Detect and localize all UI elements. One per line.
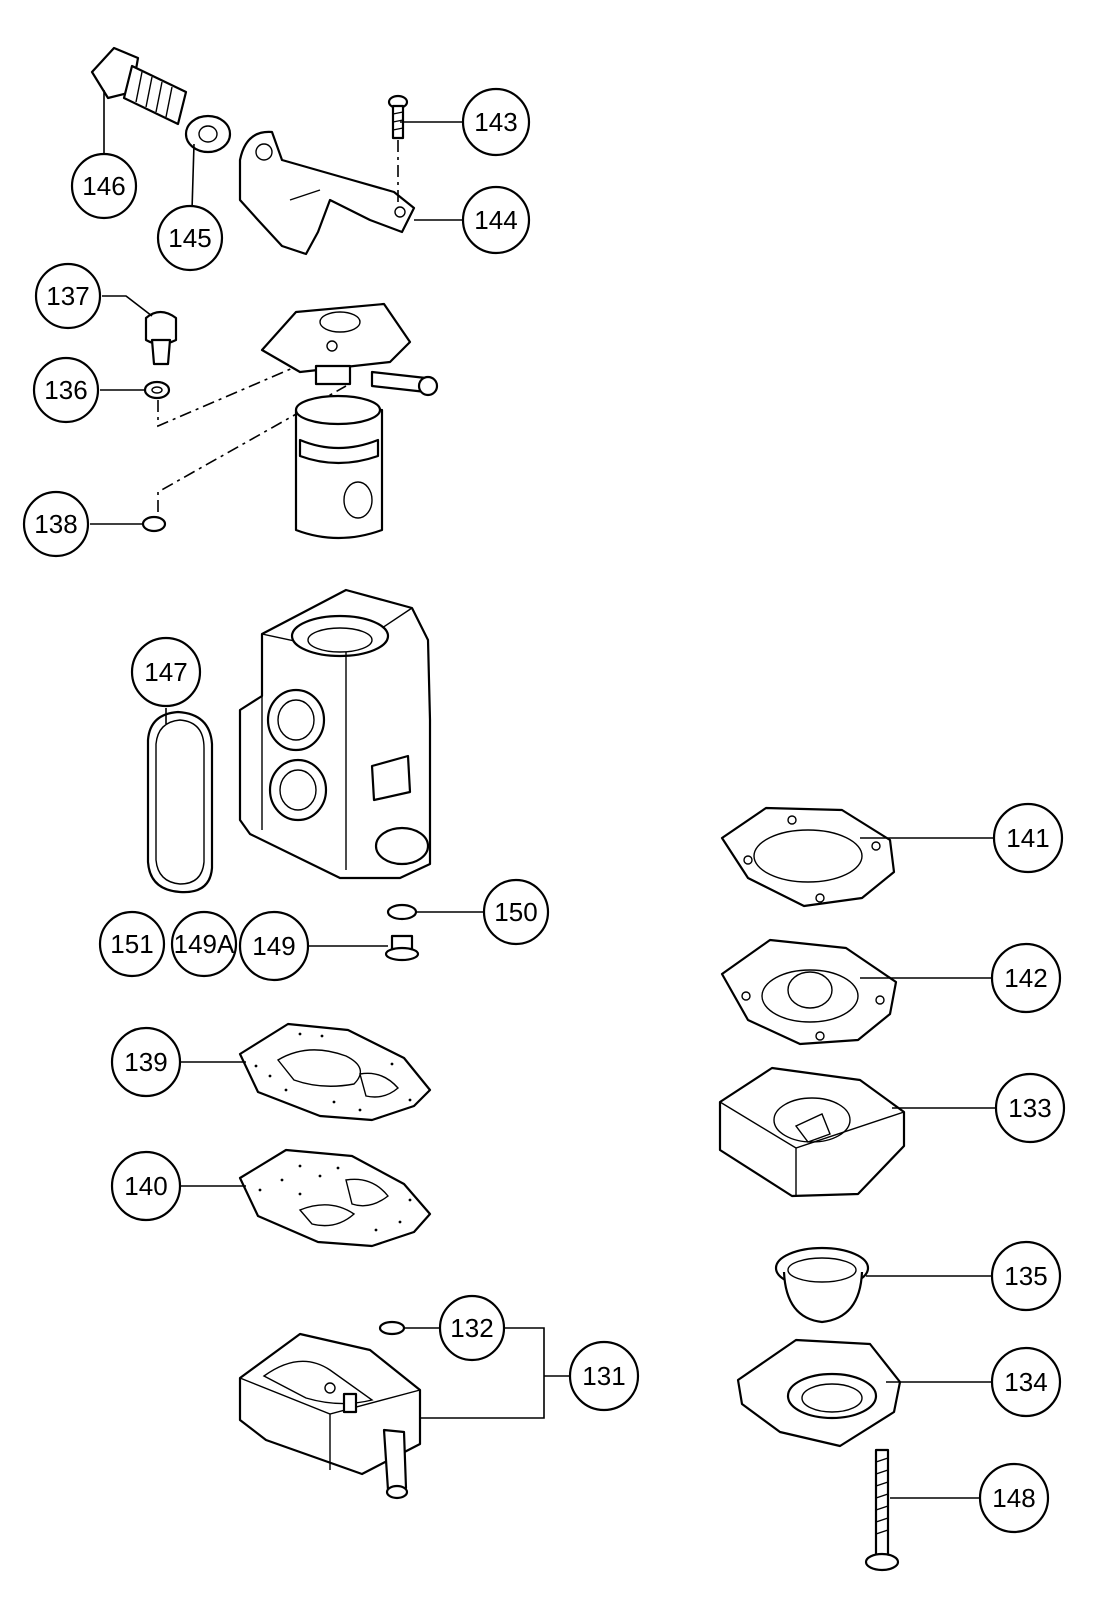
part-135-primer-bulb[interactable] <box>774 1246 870 1324</box>
callout-146-label: 146 <box>82 171 125 201</box>
callout-143-label: 143 <box>474 107 517 137</box>
callout-140-label: 140 <box>124 1171 167 1201</box>
callout-133[interactable]: 133 <box>994 1072 1066 1144</box>
part-138-clip[interactable] <box>141 515 167 533</box>
callout-142[interactable]: 142 <box>990 942 1062 1014</box>
callout-143[interactable]: 143 <box>461 87 531 157</box>
callout-138-label: 138 <box>34 509 77 539</box>
callout-137-label: 137 <box>46 281 89 311</box>
callout-135-label: 135 <box>1004 1261 1047 1291</box>
callout-148[interactable]: 148 <box>978 1462 1050 1534</box>
part-145-nut[interactable] <box>184 114 232 154</box>
part-150-washer[interactable] <box>386 903 418 921</box>
callout-133-label: 133 <box>1008 1093 1051 1123</box>
part-144-bracket[interactable] <box>238 130 416 256</box>
callout-141-label: 141 <box>1006 823 1049 853</box>
callout-150-label: 150 <box>494 897 537 927</box>
part-140-diaphragm[interactable] <box>238 1148 432 1248</box>
callout-134[interactable]: 134 <box>990 1346 1062 1418</box>
part-carburetor-body[interactable] <box>238 588 432 880</box>
callout-137[interactable]: 137 <box>34 262 102 330</box>
part-142-diaphragm[interactable] <box>720 938 898 1046</box>
callout-134-label: 134 <box>1004 1367 1047 1397</box>
callout-136[interactable]: 136 <box>32 356 100 424</box>
callout-132[interactable]: 132 <box>438 1294 506 1362</box>
callout-139[interactable]: 139 <box>110 1026 182 1098</box>
callout-150[interactable]: 150 <box>482 878 550 946</box>
callout-135[interactable]: 135 <box>990 1240 1062 1312</box>
callout-140[interactable]: 140 <box>110 1150 182 1222</box>
part-133-pump-body[interactable] <box>718 1066 906 1198</box>
part-136-washer[interactable] <box>143 380 171 400</box>
callout-149-label: 149 <box>252 931 295 961</box>
part-134-cover[interactable] <box>736 1338 902 1448</box>
callout-141[interactable]: 141 <box>992 802 1064 874</box>
part-148-screw[interactable] <box>864 1448 900 1572</box>
callout-148-label: 148 <box>992 1483 1035 1513</box>
callout-151-label: 151 <box>110 929 153 959</box>
callout-149[interactable]: 149 <box>238 910 310 982</box>
part-131-metering-body[interactable] <box>238 1332 422 1500</box>
callout-147-label: 147 <box>144 657 187 687</box>
callout-138[interactable]: 138 <box>22 490 90 558</box>
callout-147[interactable]: 147 <box>130 636 202 708</box>
callout-149A-label: 149A <box>174 929 235 959</box>
part-147-oring[interactable] <box>146 710 214 894</box>
part-141-gasket[interactable] <box>720 806 896 908</box>
callout-136-label: 136 <box>44 375 87 405</box>
part-carburetor-barrel[interactable] <box>260 302 439 540</box>
callout-145-label: 145 <box>168 223 211 253</box>
callout-146[interactable]: 146 <box>70 152 138 220</box>
part-149-needle[interactable] <box>384 934 420 962</box>
callout-142-label: 142 <box>1004 963 1047 993</box>
part-146-fitting[interactable] <box>90 46 188 126</box>
callout-145[interactable]: 145 <box>156 204 224 272</box>
callout-132-label: 132 <box>450 1313 493 1343</box>
callout-131[interactable]: 131 <box>568 1340 640 1412</box>
callout-144[interactable]: 144 <box>461 185 531 255</box>
part-139-gasket[interactable] <box>238 1022 432 1122</box>
part-137-plug[interactable] <box>144 310 178 366</box>
part-132-screen[interactable] <box>378 1320 406 1336</box>
callout-131-label: 131 <box>582 1361 625 1391</box>
part-143-screw[interactable] <box>387 94 409 206</box>
callout-139-label: 139 <box>124 1047 167 1077</box>
callout-144-label: 144 <box>474 205 517 235</box>
callout-151[interactable]: 151 <box>98 910 166 978</box>
leader-lines <box>90 90 996 1499</box>
callout-149A[interactable]: 149A <box>170 910 238 978</box>
